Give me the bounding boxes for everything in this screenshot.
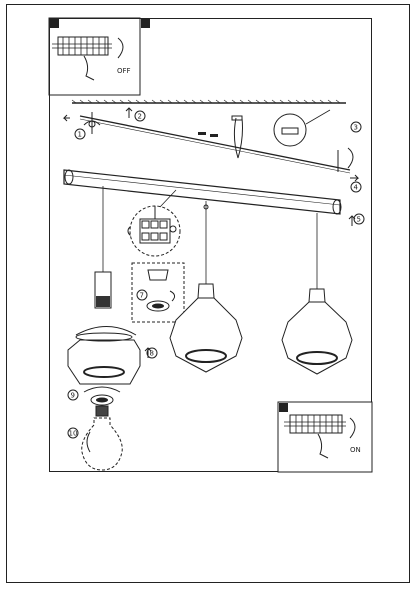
step-8-badge: 8 <box>150 350 154 358</box>
terminal-detail <box>129 189 181 257</box>
mounting-bracket <box>62 107 360 182</box>
lamp-middle <box>169 283 243 373</box>
rotate-arrow-icon-right <box>347 147 354 169</box>
step-5-badge: 5 <box>357 216 361 224</box>
arrow-right-icon <box>350 174 360 182</box>
scissors-tag-icon-3 <box>279 403 288 412</box>
arrow-up-icon <box>125 107 133 118</box>
diagram-frame <box>49 18 372 472</box>
cable-icon <box>233 117 243 159</box>
pendant-cords <box>102 186 318 289</box>
power-on-inset: ON <box>277 401 373 473</box>
step-3-badge: 3 <box>354 124 358 132</box>
step-2-badge: 2 <box>138 113 142 121</box>
hand-icon <box>83 55 95 81</box>
step-9-badge: 9 <box>71 392 75 400</box>
ceiling <box>71 99 346 104</box>
arrow-up-icon-canopy <box>348 215 356 226</box>
canopy-bar <box>63 169 356 226</box>
lamp-left-shade <box>67 326 152 385</box>
rotate-arrow-icon <box>117 37 124 59</box>
step-1-badge: 1 <box>78 131 82 139</box>
lamp-right <box>281 288 353 375</box>
on-label: ON <box>350 446 361 454</box>
arrow-left-icon <box>62 114 70 122</box>
step-7-badge: 7 <box>140 292 144 300</box>
rotate-arrow-icon-left <box>83 120 101 126</box>
scissors-tag-icon <box>50 19 59 28</box>
off-label: OFF <box>117 67 131 75</box>
ring-and-bulb <box>81 386 123 471</box>
dowel-detail <box>273 113 307 147</box>
lamp-left-socket <box>94 262 185 323</box>
scissors-tag-icon-2 <box>141 19 150 28</box>
hand-icon-2 <box>317 433 329 459</box>
rotate-arrow-icon-on <box>349 417 356 439</box>
step-10-badge: 10 <box>69 430 78 438</box>
arrow-up-icon-shade <box>144 347 152 358</box>
power-off-inset: OFF <box>48 17 150 96</box>
step-4-badge: 4 <box>354 184 359 192</box>
